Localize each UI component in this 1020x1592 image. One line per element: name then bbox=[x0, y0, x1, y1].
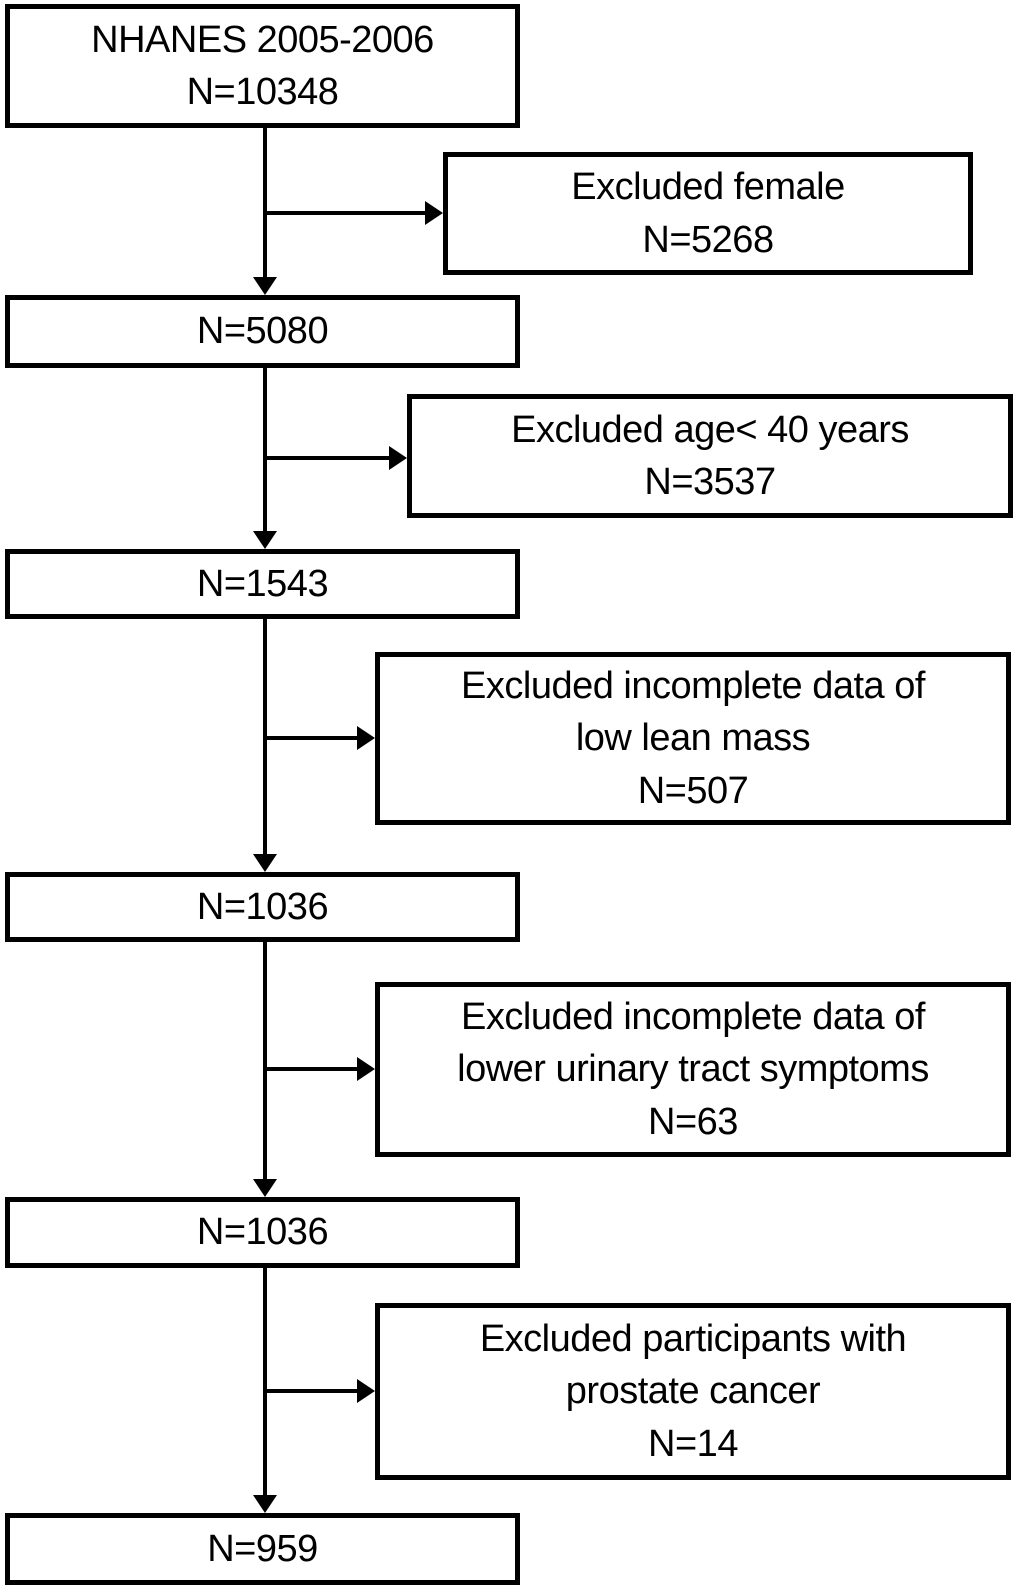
arrow-down-icon bbox=[253, 531, 277, 549]
arrow-right-icon bbox=[389, 446, 407, 470]
node-excluded-prostate-cancer: Excluded participants with prostate canc… bbox=[375, 1303, 1011, 1480]
node-after-low-lean-mass-text: N=1036 bbox=[196, 885, 329, 928]
branch-line-excluded-low-lean-mass bbox=[263, 736, 357, 740]
connector-line-after-luts-to-final bbox=[263, 1268, 267, 1495]
node-excluded-prostate-cancer-text: Excluded participants with prostate canc… bbox=[479, 1317, 907, 1465]
arrow-down-icon bbox=[253, 1179, 277, 1197]
connector-line-after-low-lean-mass-to-after-luts bbox=[263, 942, 267, 1179]
node-after-low-lean-mass: N=1036 bbox=[5, 872, 520, 942]
node-excluded-luts: Excluded incomplete data of lower urinar… bbox=[375, 982, 1011, 1157]
arrow-right-icon bbox=[357, 726, 375, 750]
node-excluded-low-lean-mass-text: Excluded incomplete data of low lean mas… bbox=[461, 664, 925, 812]
node-after-age-text: N=1543 bbox=[196, 562, 329, 605]
node-after-luts: N=1036 bbox=[5, 1197, 520, 1268]
node-start-text: NHANES 2005-2006 N=10348 bbox=[91, 18, 434, 113]
arrow-down-icon bbox=[253, 854, 277, 872]
node-start: NHANES 2005-2006 N=10348 bbox=[5, 4, 520, 128]
node-after-female: N=5080 bbox=[5, 295, 520, 368]
node-final-text: N=959 bbox=[207, 1527, 318, 1570]
node-excluded-luts-text: Excluded incomplete data of lower urinar… bbox=[457, 995, 929, 1143]
node-final: N=959 bbox=[5, 1513, 520, 1585]
arrow-down-icon bbox=[253, 1495, 277, 1513]
node-excluded-female-text: Excluded female N=5268 bbox=[571, 166, 845, 261]
node-after-female-text: N=5080 bbox=[196, 310, 329, 353]
connector-line-after-female-to-after-age bbox=[263, 368, 267, 531]
connector-line-start-to-after-female bbox=[263, 128, 267, 277]
branch-line-excluded-age bbox=[263, 456, 389, 460]
arrow-down-icon bbox=[253, 277, 277, 295]
arrow-right-icon bbox=[357, 1057, 375, 1081]
node-after-age: N=1543 bbox=[5, 549, 520, 619]
arrow-right-icon bbox=[357, 1379, 375, 1403]
node-excluded-female: Excluded female N=5268 bbox=[443, 152, 973, 275]
arrow-right-icon bbox=[425, 201, 443, 225]
node-after-luts-text: N=1036 bbox=[196, 1211, 329, 1254]
node-excluded-age-text: Excluded age< 40 years N=3537 bbox=[511, 408, 909, 503]
node-excluded-age: Excluded age< 40 years N=3537 bbox=[407, 394, 1013, 518]
branch-line-excluded-prostate-cancer bbox=[263, 1389, 357, 1393]
node-excluded-low-lean-mass: Excluded incomplete data of low lean mas… bbox=[375, 652, 1011, 825]
branch-line-excluded-female bbox=[263, 211, 425, 215]
branch-line-excluded-luts bbox=[263, 1067, 357, 1071]
